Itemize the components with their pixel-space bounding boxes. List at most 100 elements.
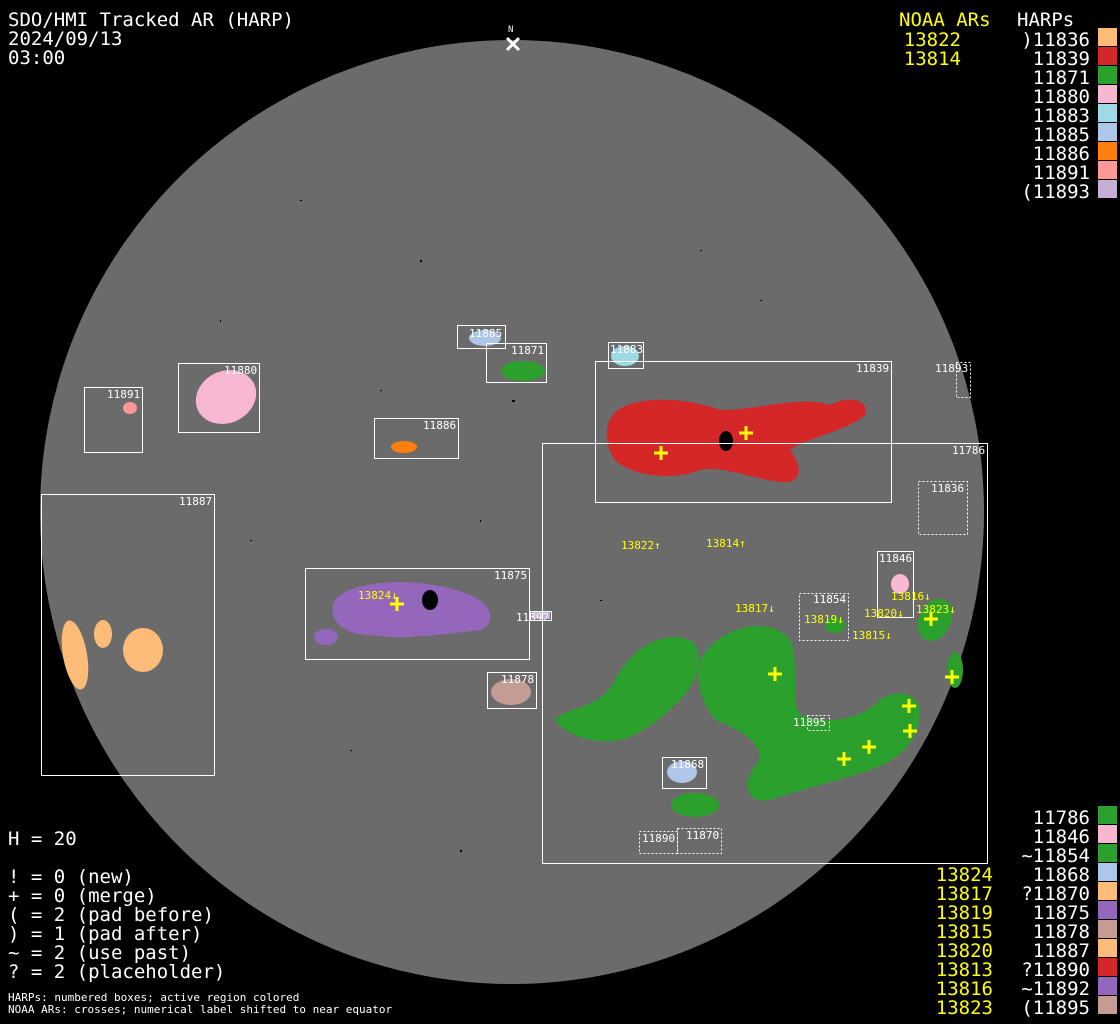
noaa-label: 13814↑ [706,537,746,550]
noaa-legend-item: 13814 [904,48,961,70]
harp-legend-item: 11880 [1033,86,1090,108]
harp-label: 11885 [469,327,502,340]
date: 2024/09/13 [8,28,122,50]
harp-legend-item: 11886 [1033,143,1090,165]
harp-label: 11892 [516,611,549,624]
harp-label: 11846 [879,552,912,565]
harp-color-swatch [1098,142,1117,160]
harp-color-swatch [1098,104,1117,122]
harp-color-swatch [1098,161,1117,179]
harp-color-swatch [1098,85,1117,103]
harp-color-swatch [1098,977,1117,995]
harp-legend-item: 11786 [1033,807,1090,829]
stat-line: ~ = 2 (use past) [8,942,191,964]
harp-label: 11875 [494,569,527,582]
noaa-legend-item: 13824 [936,864,993,886]
north-label: N [508,25,513,35]
noaa-legend-item: 13813 [936,959,993,981]
harp-legend-item: 11885 [1033,124,1090,146]
harp-color-swatch [1098,996,1117,1014]
noaa-label: 13816↓ [891,590,931,603]
harp-color-swatch [1098,958,1117,976]
noaa-legend-item: 13816 [936,978,993,1000]
stat-line: ) = 1 (pad after) [8,923,202,945]
harp-color-swatch [1098,66,1117,84]
harp-legend-item: 11839 [1033,48,1090,70]
noaa-legend-item: 13820 [936,940,993,962]
harp-legend-item: 11878 [1033,921,1090,943]
harp-legend-item: )11836 [1021,29,1090,51]
harp-color-swatch [1098,901,1117,919]
harp-label: 11836 [931,482,964,495]
harp-label: 11886 [423,419,456,432]
noaa-legend-item: 13823 [936,997,993,1019]
harp-legend-item: ~11892 [1021,978,1090,1000]
harp-label: 11895 [793,716,826,729]
harp-label: 11893 [935,362,968,375]
harp-legend-item: 11891 [1033,162,1090,184]
harp-color-swatch [1098,806,1117,824]
harp-legend-item: 11883 [1033,105,1090,127]
harp-legend-item: 11875 [1033,902,1090,924]
noaa-label: 13815↓ [852,629,892,642]
noaa-legend-item: 13815 [936,921,993,943]
harp-legend-item: (11895 [1021,997,1090,1019]
harp-legend-item: ~11854 [1021,845,1090,867]
noaa-labels: 13822↑ 13814↑ 13824↓ 13817↓ 13819↓ 13815… [358,537,956,642]
noaa-legend-item: 13822 [904,29,961,51]
harp-label: 11839 [856,362,889,375]
noaa-crosses [390,426,959,766]
harp-color-swatch [1098,920,1117,938]
harp-legend-item: 11846 [1033,826,1090,848]
stat-line: + = 0 (merge) [8,885,157,907]
harp-legend-item: 11887 [1033,940,1090,962]
harp-label: 11887 [179,495,212,508]
harp-label: 11883 [610,343,643,356]
footer-line: NOAA ARs: crosses; numerical label shift… [8,1003,392,1016]
harp-label: 11891 [107,388,140,401]
harp-box-labels: 11885 11871 11883 11839 11893 11880 1189… [107,327,985,845]
title: SDO/HMI Tracked AR (HARP) [8,9,294,31]
harp-legend-item: ?11890 [1021,959,1090,981]
harp-legend-item: 11868 [1033,864,1090,886]
top-legend: 1382213814)11836118391187111880118831188… [904,28,1117,203]
stat-line: ? = 2 (placeholder) [8,961,225,983]
harp-legend-item: (11893 [1021,181,1090,203]
harp-legend-item: 11871 [1033,67,1090,89]
noaa-label: 13819↓ [804,613,844,626]
harps-header: HARPs [1017,9,1074,31]
noaa-label: 13817↓ [735,602,775,615]
harp-color-swatch [1098,882,1117,900]
harp-color-swatch [1098,844,1117,862]
harp-label: 11786 [952,444,985,457]
stat-lines: ! = 0 (new)+ = 0 (merge)( = 2 (pad befor… [8,866,225,983]
harp-boxes [41,325,988,864]
harp-color-swatch [1098,47,1117,65]
harp-label: 11871 [511,344,544,357]
harp-color-swatch [1098,939,1117,957]
stat-line: ! = 0 (new) [8,866,134,888]
noaa-label: 13824↓ [358,589,398,602]
solar-disk [40,40,984,984]
noaa-legend-item: 13819 [936,902,993,924]
h-count: H = 20 [8,828,77,850]
harp-label: 11870 [686,829,719,842]
harp-label: 11854 [813,593,846,606]
harp-label: 11880 [224,364,257,377]
bottom-legend: 1178611846~1185411868?118701187511878118… [936,806,1117,1019]
north-pole-marker-icon [505,36,521,52]
harp-color-swatch [1098,28,1117,46]
harp-label: 11868 [671,758,704,771]
harp-color-swatch [1098,123,1117,141]
noaa-header: NOAA ARs [899,9,991,31]
harp-color-swatch [1098,863,1117,881]
harp-legend-item: ?11870 [1021,883,1090,905]
harp-color-swatch [1098,825,1117,843]
harp-color-swatch [1098,180,1117,198]
harp-label: 11890 [642,832,675,845]
noaa-label: 13823↓ [916,603,956,616]
noaa-label: 13820↓ [864,607,904,620]
time: 03:00 [8,47,65,69]
sunspot-speckles [220,200,762,852]
